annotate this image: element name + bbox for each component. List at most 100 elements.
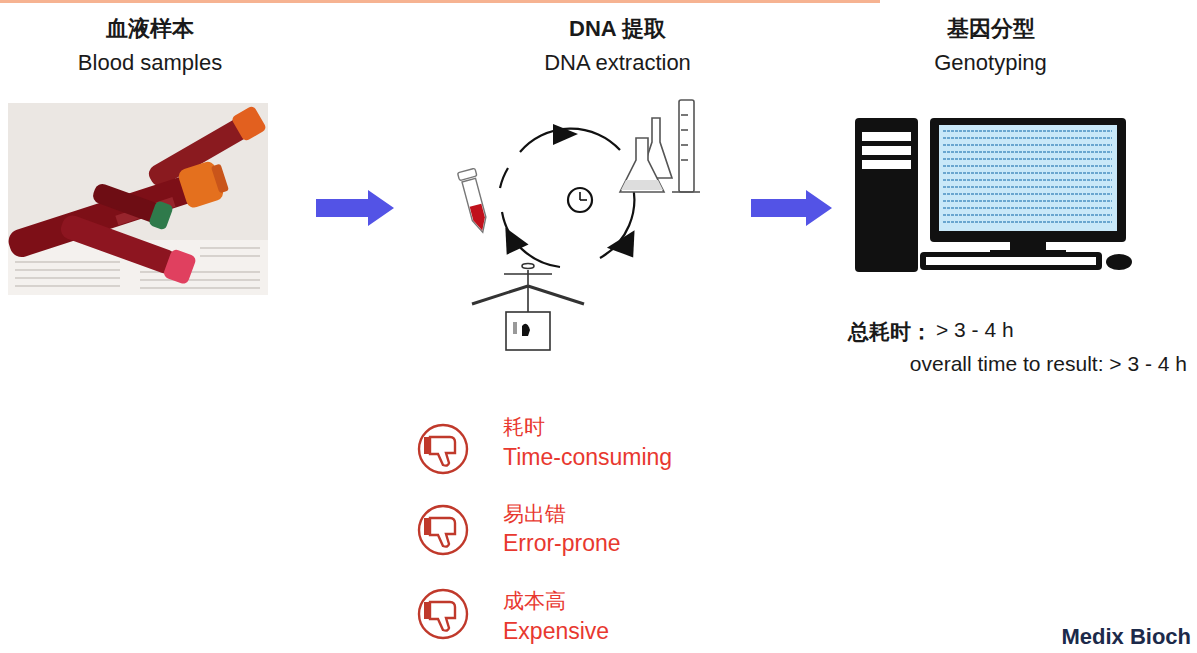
- computer-icon-part: [920, 252, 1102, 270]
- centrifuge-stand-icon-part: [504, 273, 552, 275]
- computer-icon-part-part: [943, 221, 1112, 223]
- flow-arrow: [316, 190, 394, 226]
- glassware-icon-part: [621, 180, 663, 190]
- blood-tubes-photo-part-part: [200, 248, 260, 249]
- computer-icon-part: [1106, 254, 1132, 270]
- computer-icon-part-part: [943, 172, 1112, 174]
- centrifuge-stand-icon-part: [513, 322, 517, 334]
- computer-icon-part-part: [943, 207, 1112, 209]
- glassware-icon-part: [681, 129, 688, 131]
- extraction-cycle-icon: [498, 124, 642, 267]
- centrifuge-stand-icon: [472, 264, 584, 351]
- thumbs-down-icons-part-part: [424, 437, 430, 454]
- blood-tubes-photo-part-part: [231, 105, 268, 142]
- stage-heading: 血液样本: [5, 14, 295, 44]
- glassware-icon-part: [672, 191, 700, 193]
- stage-block: 基因分型 Genotyping: [838, 12, 1140, 282]
- extraction-cycle-icon-part: [500, 168, 508, 188]
- thumbs-down-icons-part-part: [419, 590, 467, 638]
- computer-icon-part-part: [943, 214, 1112, 216]
- sample-tube-icon: [457, 168, 491, 234]
- glassware-icon-part: [620, 138, 664, 192]
- blood-tubes-photo-part-part: [200, 256, 260, 257]
- computer-icon-part: [862, 132, 911, 141]
- blood-tubes-photo-part-part: [15, 278, 120, 279]
- flow-arrow: [751, 190, 832, 226]
- glassware-icon-part: [681, 159, 688, 161]
- stage-heading: DNA 提取: [480, 14, 755, 44]
- thumbs-down-icons-part: [419, 506, 467, 554]
- computer-icon-part-part: [943, 186, 1112, 188]
- centrifuge-stand-icon-part: [472, 286, 528, 304]
- drawback-label: 耗时: [503, 413, 545, 441]
- sample-tube-icon-part: [457, 168, 491, 234]
- drawback-label: 成本高: [503, 587, 566, 615]
- glassware-icon-part: [679, 100, 694, 192]
- thumbs-down-icons-part-part: [430, 602, 455, 631]
- computer-icon-part-part: [943, 158, 1112, 160]
- computer-icon-part: [855, 118, 918, 272]
- stage-subheading: DNA extraction: [480, 50, 755, 76]
- drawback-label: Expensive: [503, 618, 609, 645]
- computer-icon-part-part: [943, 193, 1112, 195]
- glassware-icon: [620, 100, 700, 192]
- blood-tubes-photo-part: [90, 179, 174, 231]
- blood-tubes-photo-part-part: [58, 213, 179, 277]
- top-rule: [0, 0, 880, 3]
- stage-block: 血液样本 Blood samples: [5, 12, 310, 302]
- sample-tube-icon-part-part: [470, 204, 488, 232]
- thumbs-down-icons-part: [419, 425, 467, 473]
- drawback-label: Error-prone: [503, 530, 621, 557]
- computer-icon-part-part: [943, 179, 1112, 181]
- centrifuge-stand-icon-part: [522, 324, 530, 336]
- computer-icon-part-part: [943, 151, 1112, 153]
- blood-tubes-photo-part: [57, 210, 197, 285]
- thumbs-down-icons-part-part: [430, 518, 455, 547]
- extraction-cycle-icon-part: [580, 199, 587, 201]
- computer-icon-part-part: [943, 200, 1112, 202]
- computer-icon-part: [943, 131, 1112, 222]
- glassware-icon-part: [681, 114, 688, 116]
- computer-icon-part: [939, 125, 1117, 231]
- stage-subheading: Genotyping: [838, 50, 1143, 76]
- blood-tubes-photo-part-part: [15, 286, 120, 287]
- thumbs-down-icons-part-part: [419, 506, 467, 554]
- extraction-cycle-icon-part: [498, 222, 529, 255]
- computer-icon: [855, 118, 1132, 272]
- time-label: 总耗时：: [848, 318, 932, 346]
- company-logo: Medix Bioch: [1061, 624, 1191, 650]
- time-note: overall time to result: > 3 - 4 h: [910, 352, 1187, 376]
- blood-tubes-photo-part-part: [211, 164, 229, 194]
- computer-icon-part-part: [943, 130, 1112, 132]
- thumbs-down-icons-part-part: [419, 425, 467, 473]
- blood-tubes-photo-part-part: [15, 262, 120, 263]
- glassware-icon-part: [681, 144, 688, 146]
- extraction-cycle-icon-part: [553, 124, 578, 145]
- blood-tubes-photo: [4, 103, 268, 295]
- blood-tubes-photo-part-part: [15, 270, 120, 271]
- thumbs-down-icons-part-part: [424, 518, 430, 535]
- stage-subheading: Blood samples: [5, 50, 295, 76]
- thumbs-down-icons-part-part: [430, 437, 455, 466]
- blood-tubes-photo-part-part: [140, 280, 260, 281]
- extraction-cycle-icon-part: [607, 223, 642, 257]
- thumbs-down-icons-part-part: [424, 602, 430, 619]
- thumbs-down-icons-part: [419, 590, 467, 638]
- blood-tubes-photo-part: [8, 103, 268, 295]
- centrifuge-stand-icon-part: [527, 270, 529, 312]
- time-value: > 3 - 4 h: [936, 318, 1014, 342]
- drawback-label: 易出错: [503, 500, 566, 528]
- blood-tubes-photo-part-part: [140, 288, 260, 289]
- computer-icon-part: [862, 160, 911, 169]
- computer-icon-part: [926, 257, 1096, 265]
- thumbs-down-icons: [419, 425, 467, 638]
- computer-icon-part-part: [943, 144, 1112, 146]
- centrifuge-stand-icon-part: [506, 312, 550, 350]
- extraction-cycle-icon-part: [579, 192, 581, 200]
- stage-heading: 基因分型: [838, 14, 1143, 44]
- blood-tubes-photo-part-part: [148, 200, 174, 231]
- stage-block: DNA 提取DNA extraction: [400, 12, 745, 352]
- computer-icon-part: [930, 118, 1126, 242]
- computer-icon-part: [862, 146, 911, 155]
- sample-tube-icon-part-part: [462, 178, 489, 234]
